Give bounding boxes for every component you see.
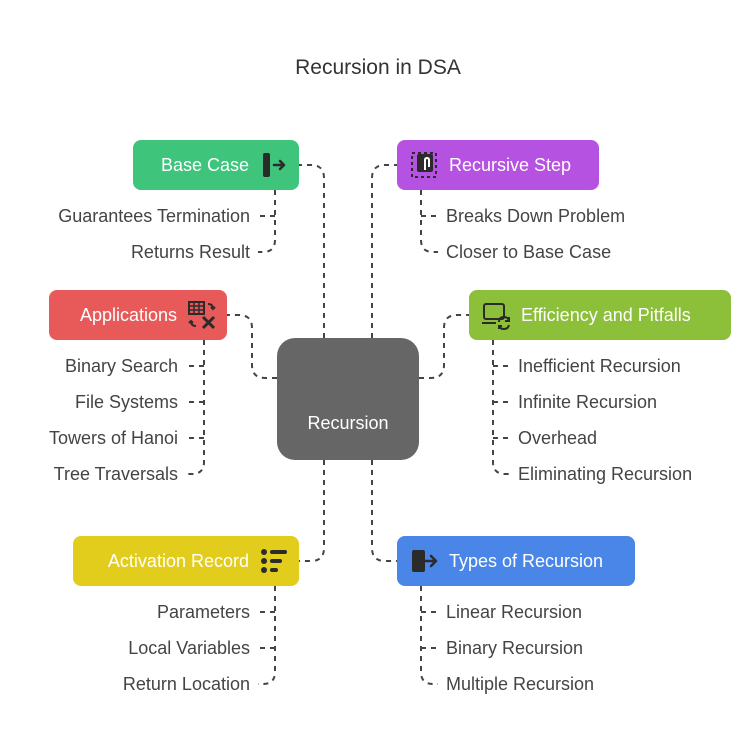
node-label: Efficiency and Pitfalls [521,304,691,325]
center-node: Recursion [277,338,419,460]
leaf-multiple-recursion: Multiple Recursion [446,674,595,694]
node-label: Base Case [160,154,249,175]
leaf-return-location: Return Location [122,674,250,694]
leaf-binary-search: Binary Search [64,356,178,376]
connector-recursive-step [371,164,398,338]
leaf-file-systems: File Systems [74,392,178,412]
leaf-parameters: Parameters [156,602,250,622]
node-recursive-step: Recursive Step [397,140,599,190]
branch-recursive-step [420,190,438,253]
leaf-guarantees-termination: Guarantees Termination [58,206,250,226]
leaf-overhead: Overhead [518,428,598,448]
node-label: Applications [79,304,177,325]
leaf-linear-recursion: Linear Recursion [446,602,583,622]
list-icon [259,546,289,576]
leaf-local-variables: Local Variables [128,638,250,658]
node-label: Activation Record [107,550,249,571]
node-applications: Applications [49,290,227,340]
connector-activation [298,460,325,562]
node-efficiency: Efficiency and Pitfalls [469,290,731,340]
node-types-of-recursion: Types of Recursion [397,536,635,586]
laptop-refresh-icon [481,300,511,330]
leaf-infinite-recursion: Infinite Recursion [518,392,658,412]
branch-applications [186,340,205,475]
leaf-binary-recursion: Binary Recursion [446,638,584,658]
leaf-breaks-down-problem: Breaks Down Problem [446,206,626,226]
leaf-closer-to-base-case: Closer to Base Case [446,242,612,262]
center-label: Recursion [307,413,389,433]
connector-efficiency [419,314,470,379]
node-base-case: Base Case [133,140,299,190]
connector-applications [227,314,277,379]
branch-base-case [258,190,276,253]
exit-arrow-icon [409,546,439,576]
table-transform-icon [187,300,217,330]
arrow-to-bar-icon [259,150,289,180]
connector-types [371,460,398,562]
branch-activation [258,586,276,685]
leaf-tree-traversals: Tree Traversals [53,464,178,484]
leaf-returns-result: Returns Result [130,242,250,262]
leaf-towers-of-hanoi: Towers of Hanoi [48,428,178,448]
branch-types [420,586,438,685]
leaf-eliminating-recursion: Eliminating Recursion [518,464,693,484]
node-label: Types of Recursion [449,550,604,571]
leaf-inefficient-recursion: Inefficient Recursion [518,356,681,376]
branch-efficiency [492,340,510,475]
node-label: Recursive Step [449,154,572,175]
node-activation-record: Activation Record [73,536,299,586]
hand-pointer-icon [409,150,439,180]
connector-base-case [298,164,325,338]
diagram-title: Recursion in DSA [295,56,461,79]
